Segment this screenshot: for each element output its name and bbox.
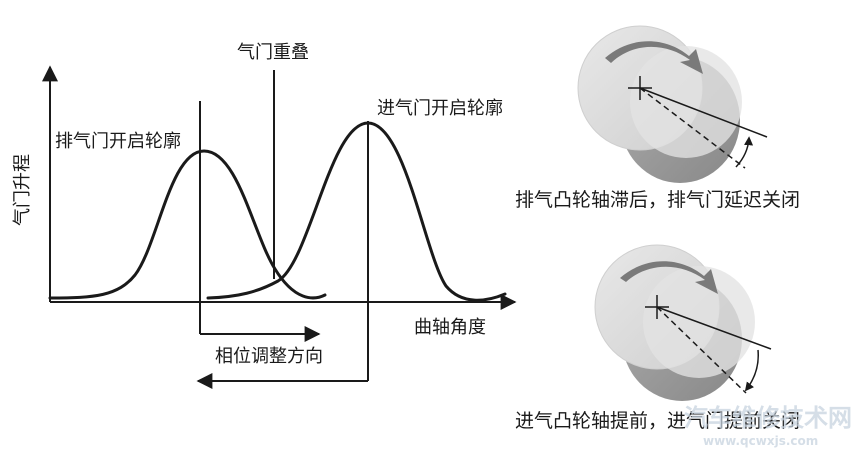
y-axis-label: 气门升程 <box>12 154 33 226</box>
cam-ref-line-bottom-1 <box>656 306 772 350</box>
watermark: 汽车维修技术网 www.qcwxjs.com <box>684 404 852 448</box>
overlap-label: 气门重叠 <box>237 42 309 63</box>
x-axis-label: 曲轴角度 <box>414 317 486 338</box>
rotation-arrow-icon-bottom <box>620 261 718 294</box>
cam-diagram-top: 排气凸轮轴滞后，排气门延迟关闭 <box>515 25 800 211</box>
exhaust-profile-label: 排气门开启轮廓 <box>55 131 181 152</box>
cam-ref-line-top-1 <box>639 87 768 138</box>
watermark-title: 汽车维修技术网 <box>684 404 852 432</box>
cam-caption-bottom: 进气凸轮轴提前，进气门提前关闭 <box>515 410 800 432</box>
lift-graph: 气门升程 气门重叠 排气门开启轮廓 进气门开启轮廓 曲轴角度 相位调整方向 <box>12 42 517 389</box>
intake-profile-label: 进气门开启轮廓 <box>377 98 503 119</box>
cam-ref-line-top-2 <box>639 87 746 169</box>
intake-valve-profile <box>206 121 507 302</box>
rotation-arrow-icon-top <box>605 41 703 74</box>
phase-adjust-label: 相位调整方向 <box>215 346 323 367</box>
cam-phase-arc-bottom <box>744 349 759 392</box>
cam-diagram-bottom: 进气凸轮轴提前，进气门提前关闭 <box>515 244 800 432</box>
cam-phase-arc-top <box>735 136 754 168</box>
cam-lobe-top <box>630 46 742 158</box>
cam-caption-top: 排气凸轮轴滞后，排气门延迟关闭 <box>515 189 800 211</box>
cam-ref-line-bottom-2 <box>656 306 747 394</box>
watermark-url: www.qcwxjs.com <box>703 434 818 448</box>
